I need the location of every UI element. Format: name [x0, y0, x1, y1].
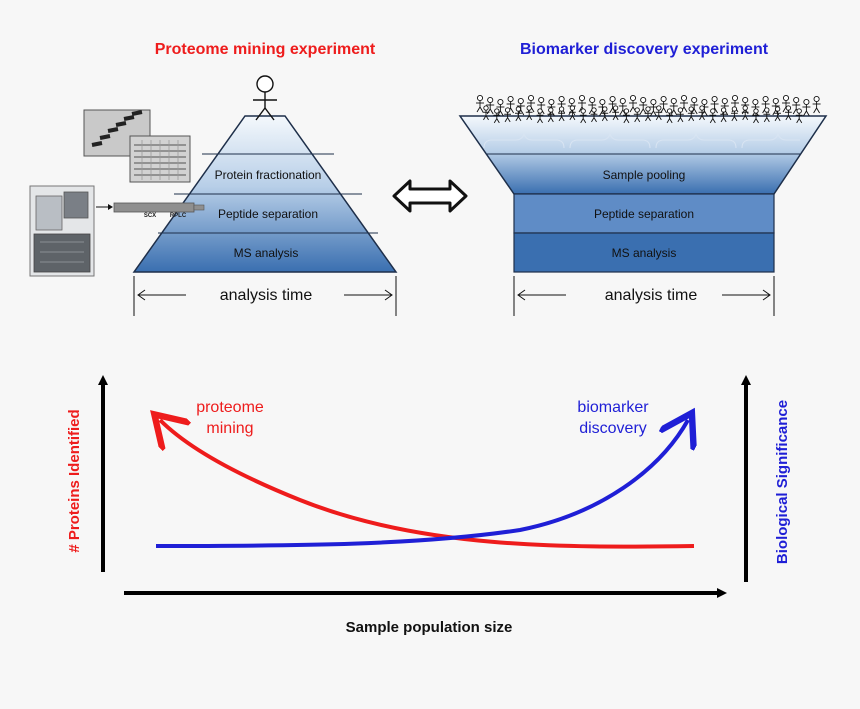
crowd-person-icon	[774, 106, 781, 122]
x-axis-label: Sample population size	[346, 619, 513, 636]
rplc-label: RPLC	[170, 213, 187, 219]
crowd-person-icon	[482, 105, 490, 121]
compare-double-arrow	[392, 179, 468, 213]
biomarker-discovery-curve	[155, 420, 688, 548]
crowd-person-icon	[644, 106, 652, 122]
right-layer-peptide: Peptide separation	[594, 207, 694, 221]
left-layer-fractionation: Protein fractionation	[215, 168, 322, 182]
crowd-person-icon	[709, 108, 717, 124]
left-layer-peptide: Peptide separation	[218, 207, 318, 221]
biomarker-label-line1: biomarker	[577, 399, 649, 416]
crowd-person-icon	[612, 105, 619, 121]
right-layer-pooling: Sample pooling	[603, 168, 686, 182]
crowd-person-icon	[669, 97, 678, 116]
crowd-person-icon	[752, 108, 760, 124]
crowd-person-icon	[504, 107, 511, 123]
left-title: Proteome mining experiment	[155, 41, 376, 58]
crowd-person-icon	[731, 106, 738, 122]
crowd-person-icon	[590, 107, 598, 123]
crowd-person-icon	[655, 105, 663, 121]
crowd-person-icon	[687, 106, 695, 122]
crowd-person-icon	[629, 94, 637, 113]
crowd-person-icon	[486, 96, 495, 115]
crowd-person-icon	[569, 105, 576, 121]
crowd-person-icon	[690, 96, 699, 115]
left-time-span	[133, 276, 397, 316]
crowd-person-icon	[547, 107, 555, 123]
lc-column-icon	[96, 202, 205, 213]
crowd-person-icon	[633, 107, 641, 123]
crowd-person-icon	[785, 105, 792, 121]
left-time-label: analysis time	[220, 287, 313, 304]
right-layer-ms: MS analysis	[612, 246, 677, 260]
crowd-person-icon	[618, 97, 627, 116]
crowd-person-icon	[579, 108, 587, 124]
crowd-person-icon	[698, 105, 706, 121]
crowd-person-icon	[677, 107, 684, 123]
crowd-person-icon	[795, 108, 803, 124]
biomarker-label-line2: discovery	[579, 420, 647, 437]
funnel	[458, 115, 828, 273]
crowd-person-icon	[812, 95, 821, 114]
crowd-icon	[476, 94, 821, 124]
crowd-person-icon	[493, 108, 501, 124]
crowd-person-icon	[720, 97, 729, 116]
crowd-person-icon	[720, 107, 727, 123]
crowd-person-icon	[639, 96, 648, 115]
right-title: Biomarker discovery experiment	[520, 41, 769, 58]
crowd-person-icon	[802, 98, 811, 117]
crowd-person-icon	[496, 98, 505, 117]
crowd-person-icon	[601, 106, 609, 122]
right-time-label: analysis time	[605, 287, 698, 304]
crowd-person-icon	[763, 107, 771, 123]
proteome-label-line2: mining	[206, 420, 253, 437]
person-icon	[253, 75, 277, 121]
crowd-person-icon	[525, 105, 533, 121]
crowd-person-icon	[476, 94, 484, 113]
crowd-person-icon	[623, 108, 630, 124]
scx-label: SCX	[144, 213, 156, 219]
proteome-label-line1: proteome	[196, 399, 264, 416]
y-left-label: # Proteins Identified	[66, 409, 83, 552]
crowd-person-icon	[558, 106, 565, 122]
gel-image-2	[129, 135, 191, 183]
crowd-person-icon	[536, 108, 544, 124]
crowd-person-icon	[666, 108, 673, 124]
crowd-person-icon	[741, 105, 749, 121]
right-time-span	[513, 276, 775, 316]
mass-spectrometer-icon	[29, 185, 95, 277]
crowd-person-icon	[515, 106, 522, 122]
y-right-label: Biological Significance	[774, 400, 791, 564]
left-layer-ms: MS analysis	[234, 246, 299, 260]
proteome-mining-curve	[160, 420, 695, 549]
crowd-person-icon	[659, 95, 668, 114]
crowd-person-icon	[649, 98, 658, 117]
